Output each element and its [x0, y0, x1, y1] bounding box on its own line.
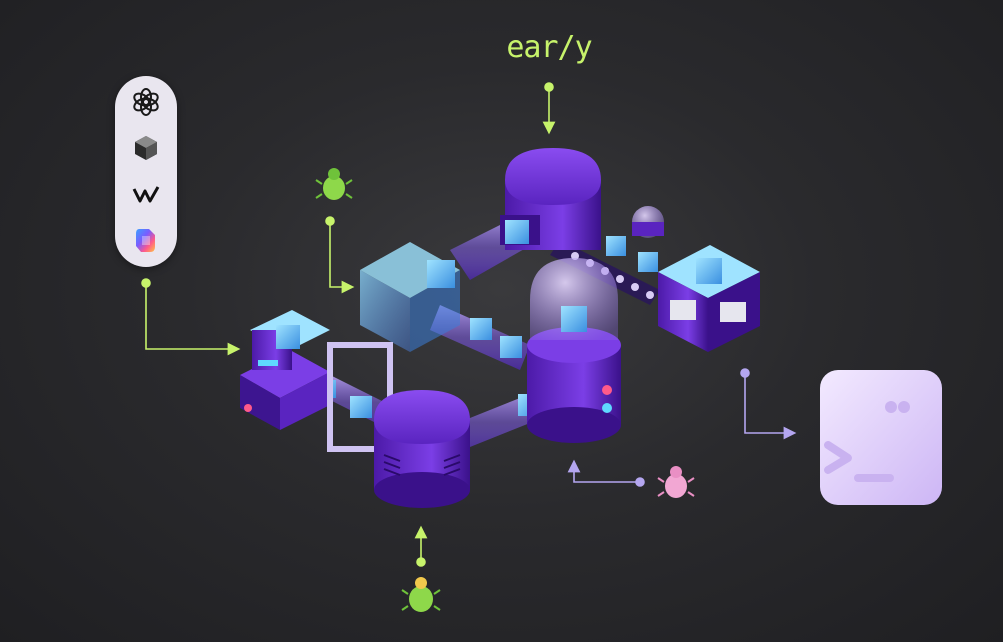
glass-box — [360, 242, 460, 352]
windsurf-icon — [130, 178, 162, 210]
cursor-icon — [130, 132, 162, 164]
left-machine — [240, 310, 393, 452]
top-machine — [500, 148, 601, 250]
bug-icon — [657, 466, 695, 498]
bug-icon — [315, 168, 353, 200]
copilot-icon — [130, 224, 162, 256]
dome-machine — [527, 258, 621, 443]
brand-logo: ear/y — [506, 30, 592, 65]
ai-tools-pill — [115, 76, 177, 267]
gauge-machine — [658, 245, 760, 352]
openai-icon — [130, 86, 162, 118]
bug-icon — [401, 577, 441, 612]
flow-arrows — [141, 82, 797, 567]
bottom-machine — [374, 390, 470, 508]
terminal-card — [820, 370, 942, 505]
